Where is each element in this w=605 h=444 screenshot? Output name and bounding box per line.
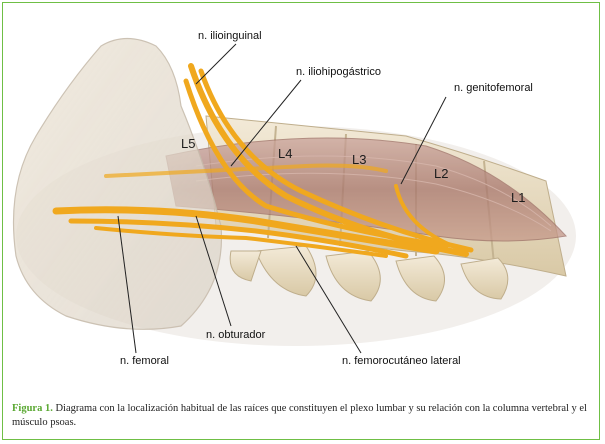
label-femoral: n. femoral bbox=[120, 355, 169, 367]
lateral-femorocutaneous-nerve bbox=[183, 78, 449, 249]
label-obturador: n. obturador bbox=[206, 329, 266, 341]
obturator-nerve bbox=[68, 218, 409, 259]
anatomy-illustration: L5 L4 L3 L2 L1 n. ilioinguinal n. iliohi… bbox=[6, 6, 598, 398]
vertebra-label-l5: L5 bbox=[181, 136, 196, 151]
figure-number: Figura 1. bbox=[12, 403, 53, 414]
vertebra-label-l4: L4 bbox=[278, 146, 293, 161]
label-iliohipogastrico: n. iliohipogástrico bbox=[296, 66, 381, 78]
pelvis bbox=[12, 37, 223, 330]
nerves bbox=[52, 63, 474, 259]
lumbar-plexus-drawing bbox=[12, 37, 576, 354]
leader-lines bbox=[117, 43, 447, 354]
caption-text: Diagrama con la localización habitual de… bbox=[12, 403, 587, 428]
iliohypogastric-nerve bbox=[198, 68, 474, 253]
figure-caption: Figura 1. Diagrama con la localización h… bbox=[12, 402, 592, 430]
label-femorocutaneo: n. femorocutáneo lateral bbox=[342, 355, 461, 367]
vertebra-label-l2: L2 bbox=[434, 166, 449, 181]
femoral-nerve bbox=[52, 206, 440, 255]
vertebra-label-l3: L3 bbox=[352, 152, 367, 167]
vertebra-label-l1: L1 bbox=[511, 190, 526, 205]
label-genitofemoral: n. genitofemoral bbox=[454, 82, 533, 94]
label-ilioinguinal: n. ilioinguinal bbox=[198, 30, 262, 42]
genitofemoral-nerve bbox=[394, 184, 468, 253]
